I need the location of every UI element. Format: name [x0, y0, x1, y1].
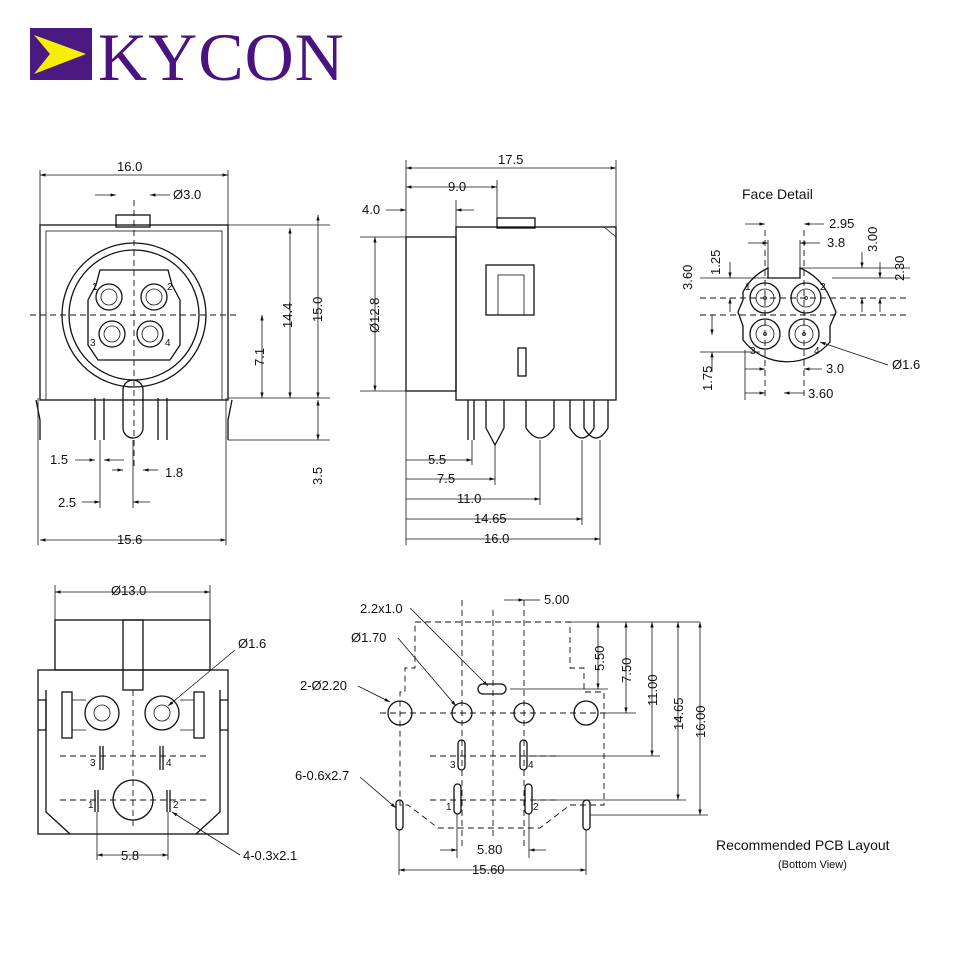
pcb-16.00-label: 16.00	[693, 705, 708, 738]
pcb-pin-4: 4	[528, 760, 534, 771]
side-length-label: 17.5	[498, 152, 523, 167]
front-pin-offset-label: 1.5	[50, 452, 68, 467]
face-2.95-label: 2.95	[829, 216, 854, 231]
front-lead-length-label: 3.5	[310, 467, 325, 485]
pcb-5.00-label: 5.00	[544, 592, 569, 607]
face-pin-4: 4	[814, 346, 820, 357]
kycon-logo: KYCON	[30, 19, 345, 95]
face-3.00-label: 3.00	[865, 227, 880, 252]
front-height-inner-label: 14.4	[280, 303, 295, 328]
pcb-pin-2: 2	[533, 802, 539, 813]
side-pin-16-label: 16.0	[484, 531, 509, 546]
pcb-subtitle: (Bottom View)	[778, 859, 847, 871]
pcb-slot-count-label: 6-0.6x2.7	[295, 768, 349, 783]
face-3.0-label: 3.0	[826, 361, 844, 376]
face-2.30-label: 2.30	[892, 256, 907, 281]
brand-name: KYCON	[98, 19, 345, 95]
bottom-pin-spacing-label: 5.8	[121, 848, 139, 863]
pcb-layout: 2.2x1.0 5.00 Ø1.70 2-Ø2.20 6-0.6x2.7 5.5…	[295, 592, 890, 877]
front-pin-1: 1	[92, 282, 98, 293]
bottom-pin-1: 1	[88, 800, 94, 811]
front-pin-gap-label: 1.8	[165, 465, 183, 480]
front-pin-spacing-label: 2.5	[58, 495, 76, 510]
pcb-5.80-label: 5.80	[477, 842, 502, 857]
front-pin-2: 2	[167, 282, 173, 293]
bottom-slot-label: 4-0.3x2.1	[243, 848, 297, 863]
side-flange-label: 4.0	[362, 202, 380, 217]
socket-pins	[95, 283, 168, 348]
side-key-offset-label: 9.0	[448, 179, 466, 194]
pcb-oval-slot-label: 2.2x1.0	[360, 601, 403, 616]
face-pin-2: 2	[820, 282, 826, 293]
front-width-label: 16.0	[117, 159, 142, 174]
face-pin-dia-label: Ø1.6	[892, 357, 920, 372]
bottom-pin-2: 2	[173, 800, 179, 811]
pcb-title: Recommended PCB Layout	[716, 837, 890, 853]
side-pin-14.65-label: 14.65	[474, 511, 507, 526]
bottom-pin-3: 3	[90, 758, 96, 769]
side-pin-5.5-label: 5.5	[428, 452, 446, 467]
front-key-dia-label: Ø3.0	[173, 187, 201, 202]
logo-yellow-chevron	[34, 35, 86, 74]
face-3.60-horiz-label: 3.60	[808, 386, 833, 401]
pcb-pin-3: 3	[450, 760, 456, 771]
front-pin-3: 3	[90, 338, 96, 349]
face-detail-title: Face Detail	[742, 186, 813, 202]
side-pin-7.5-label: 7.5	[437, 471, 455, 486]
bottom-pin-4: 4	[166, 758, 172, 769]
face-pin-1: 1	[745, 282, 751, 293]
side-barrel-dia-label: Ø12.8	[367, 298, 382, 333]
pcb-15.60-label: 15.60	[472, 862, 505, 877]
face-1.75-label: 1.75	[700, 366, 715, 391]
front-pin-4: 4	[165, 338, 171, 349]
front-height-label: 15.0	[310, 297, 325, 322]
bottom-view: Ø13.0 Ø1.6 5.8 4-0.3x2.1 1 2 3 4	[37, 583, 297, 863]
face-3.60-vert-label: 3.60	[680, 265, 695, 290]
bottom-barrel-dia-label: Ø13.0	[111, 583, 146, 598]
face-3.8-label: 3.8	[827, 235, 845, 250]
face-pin-3: 3	[750, 346, 756, 357]
front-view: 16.0 Ø3.0 14.4 15.0 7.1 1.5 1.8 2.5 15.6…	[30, 159, 330, 547]
face-pins	[749, 282, 822, 350]
front-base-width-label: 15.6	[117, 532, 142, 547]
pcb-7.50-label: 7.50	[619, 658, 634, 683]
bottom-hole-dia-label: Ø1.6	[238, 636, 266, 651]
pcb-5.50-label: 5.50	[592, 646, 607, 671]
pcb-11.00-label: 11.00	[645, 674, 660, 706]
face-1.25-label: 1.25	[708, 250, 723, 275]
pcb-14.65-label: 14.65	[671, 697, 686, 730]
side-view: 17.5 9.0 4.0 Ø12.8 5.5 7.5 11.0 14.65 16…	[360, 152, 617, 546]
side-pin-11-label: 11.0	[457, 491, 481, 506]
pcb-hole-dia-label: Ø1.70	[351, 630, 386, 645]
pcb-pin-1: 1	[446, 802, 452, 813]
front-center-height-label: 7.1	[252, 348, 267, 366]
face-detail: Face Detail	[680, 186, 920, 401]
pcb-mount-hole-label: 2-Ø2.20	[300, 678, 347, 693]
